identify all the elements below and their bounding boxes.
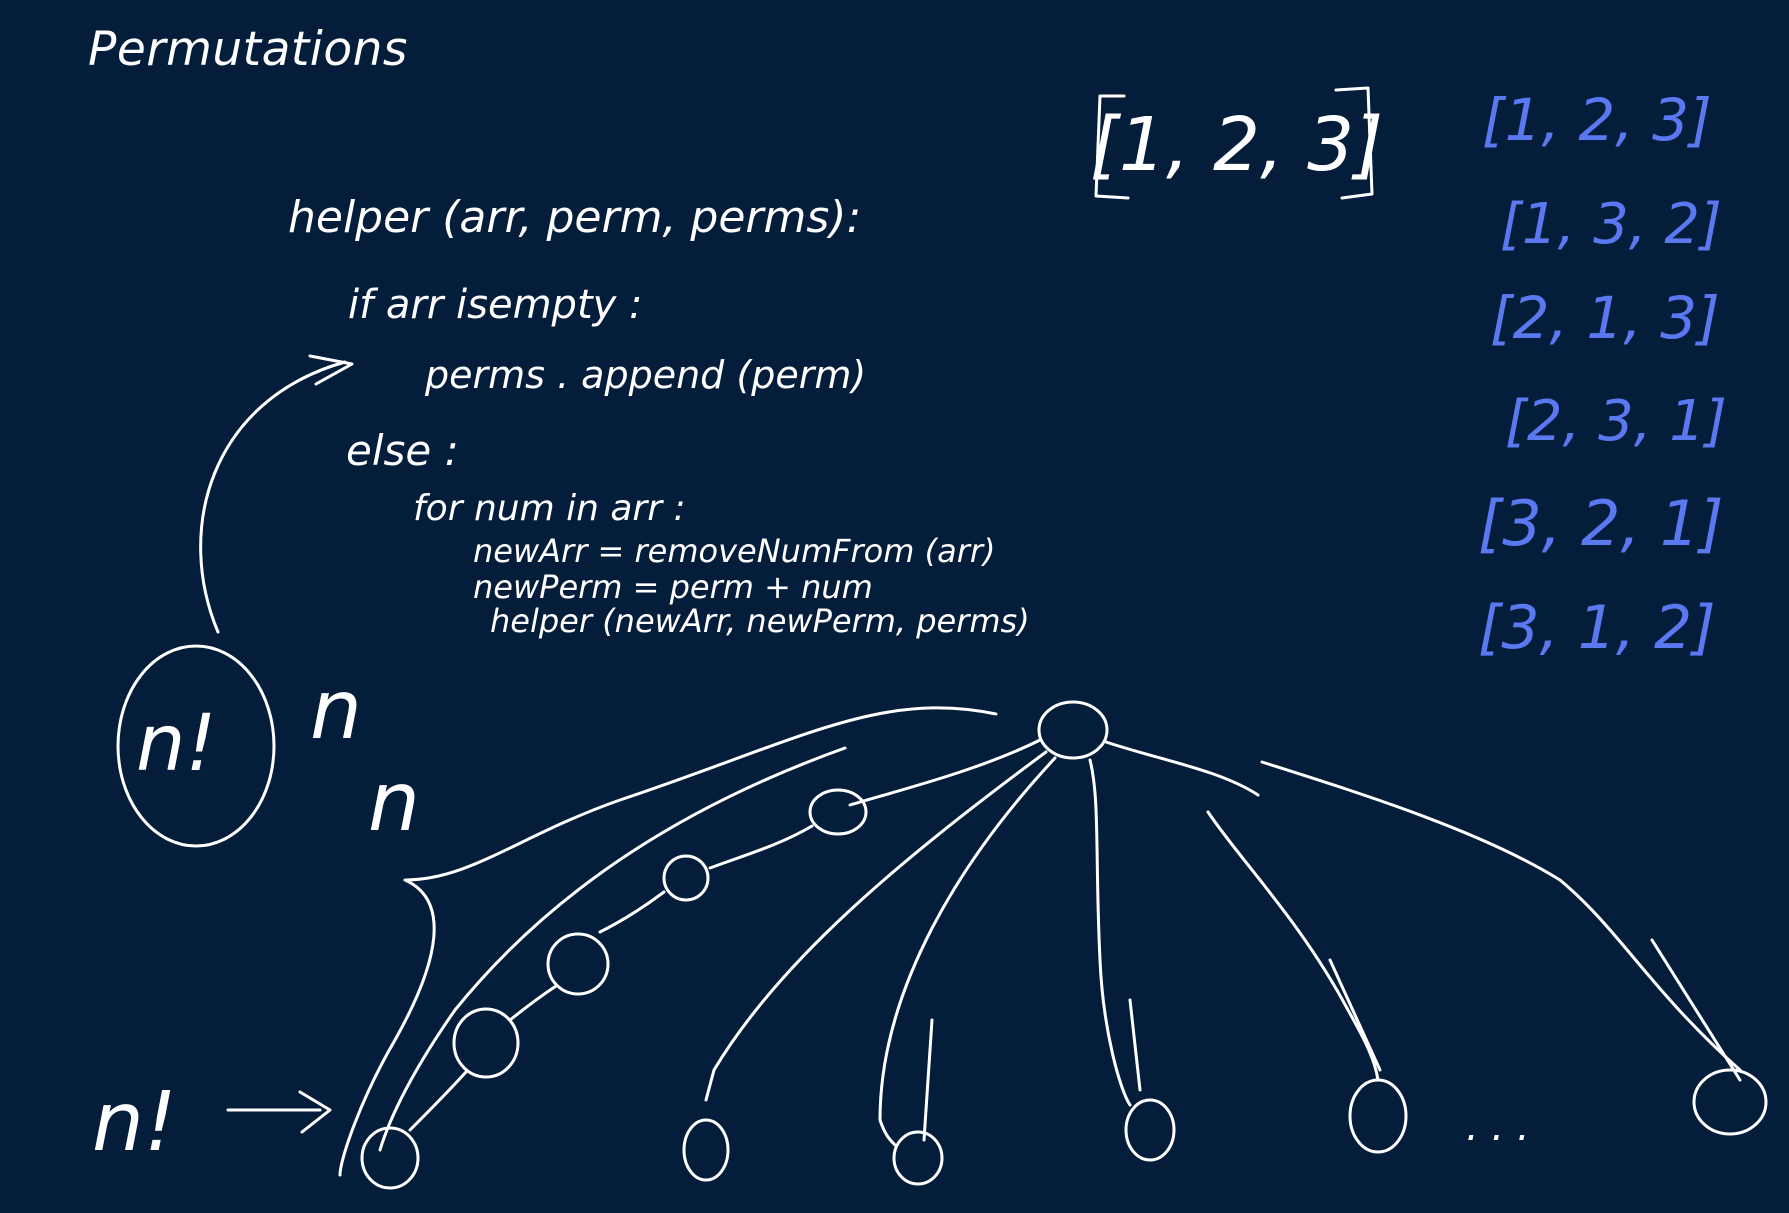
tree-edge [878,756,1057,1147]
tree-edge [708,824,814,870]
right-bracket [1334,86,1374,200]
tree-node [808,788,868,836]
permutation-item: [1, 2, 3] [1482,86,1712,154]
permutation-item: [1, 3, 2] [1500,192,1722,257]
code-line-else: else : [346,426,459,475]
tree-edge [1128,998,1142,1092]
tree-edge [848,738,1042,807]
tree-edge [1206,810,1380,1082]
pseudocode: helper (arr, perm, perms): if arr isempt… [288,192,1030,640]
tree-edge [1104,740,1260,797]
tree-edge [1328,958,1382,1072]
leaves-ellipsis: . . . [1466,1104,1530,1150]
tree-node [662,854,710,902]
curved-arrow-to-base-case [199,360,347,634]
tree-edge [1260,760,1742,1072]
tree-edge [922,1018,934,1142]
permutation-item: [3, 1, 2] [1478,593,1716,663]
n-label-bottom: n [368,755,420,850]
tree-leaf-node [1124,1098,1176,1162]
tree-leaf-node [1692,1068,1768,1136]
code-line-new-perm: newPerm = perm + num [473,568,873,606]
permutation-item: [2, 3, 1] [1505,389,1727,454]
circled-factorial-annotation: n! [116,354,354,848]
page-title: Permutations [88,22,408,77]
code-line-append: perms . append (perm) [424,353,866,397]
leaves-factorial-annotation: n! [92,1075,332,1170]
tree-leaf-node [682,1118,730,1182]
tree-edge [378,746,847,1152]
factorial-circle [116,644,276,848]
tree-node [452,1007,520,1079]
code-line-recursive-call: helper (newArr, newPerm, perms) [490,602,1030,640]
n-label-top: n [310,663,362,758]
code-line-new-arr: newArr = removeNumFrom (arr) [473,532,995,570]
tree-edge [408,1070,468,1132]
tree-edge [704,750,1048,1102]
tree-node [546,932,610,996]
permutations-list: [1, 2, 3] [1, 3, 2] [2, 1, 3] [2, 3, 1] … [1478,86,1727,663]
tree-edge [508,984,558,1022]
tree-root-node [1037,700,1109,760]
permutation-item: [2, 1, 3] [1490,284,1720,352]
recursion-tree: . . . [338,700,1768,1190]
leaves-factorial-label: n! [92,1075,177,1170]
tree-edge [1088,758,1132,1107]
tree-edge [598,890,666,934]
tree-leaf-node [360,1126,420,1190]
left-bracket [1094,94,1130,200]
arrow-head [308,354,354,386]
permutation-item: [3, 2, 1] [1478,487,1724,560]
depth-bracket-arc [338,706,998,1177]
circled-factorial-label: n! [136,699,217,789]
tree-edge [1650,938,1742,1082]
input-array-brackets [1094,86,1374,200]
input-array: [1, 2, 3] [1090,102,1383,188]
arrow-head [298,1090,332,1134]
code-line-helper-def: helper (arr, perm, perms): [288,192,861,243]
code-line-for: for num in arr : [413,488,686,529]
code-line-if: if arr isempty : [348,282,643,328]
tree-leaf-node [1348,1078,1408,1154]
tree-leaf-node [892,1130,944,1186]
